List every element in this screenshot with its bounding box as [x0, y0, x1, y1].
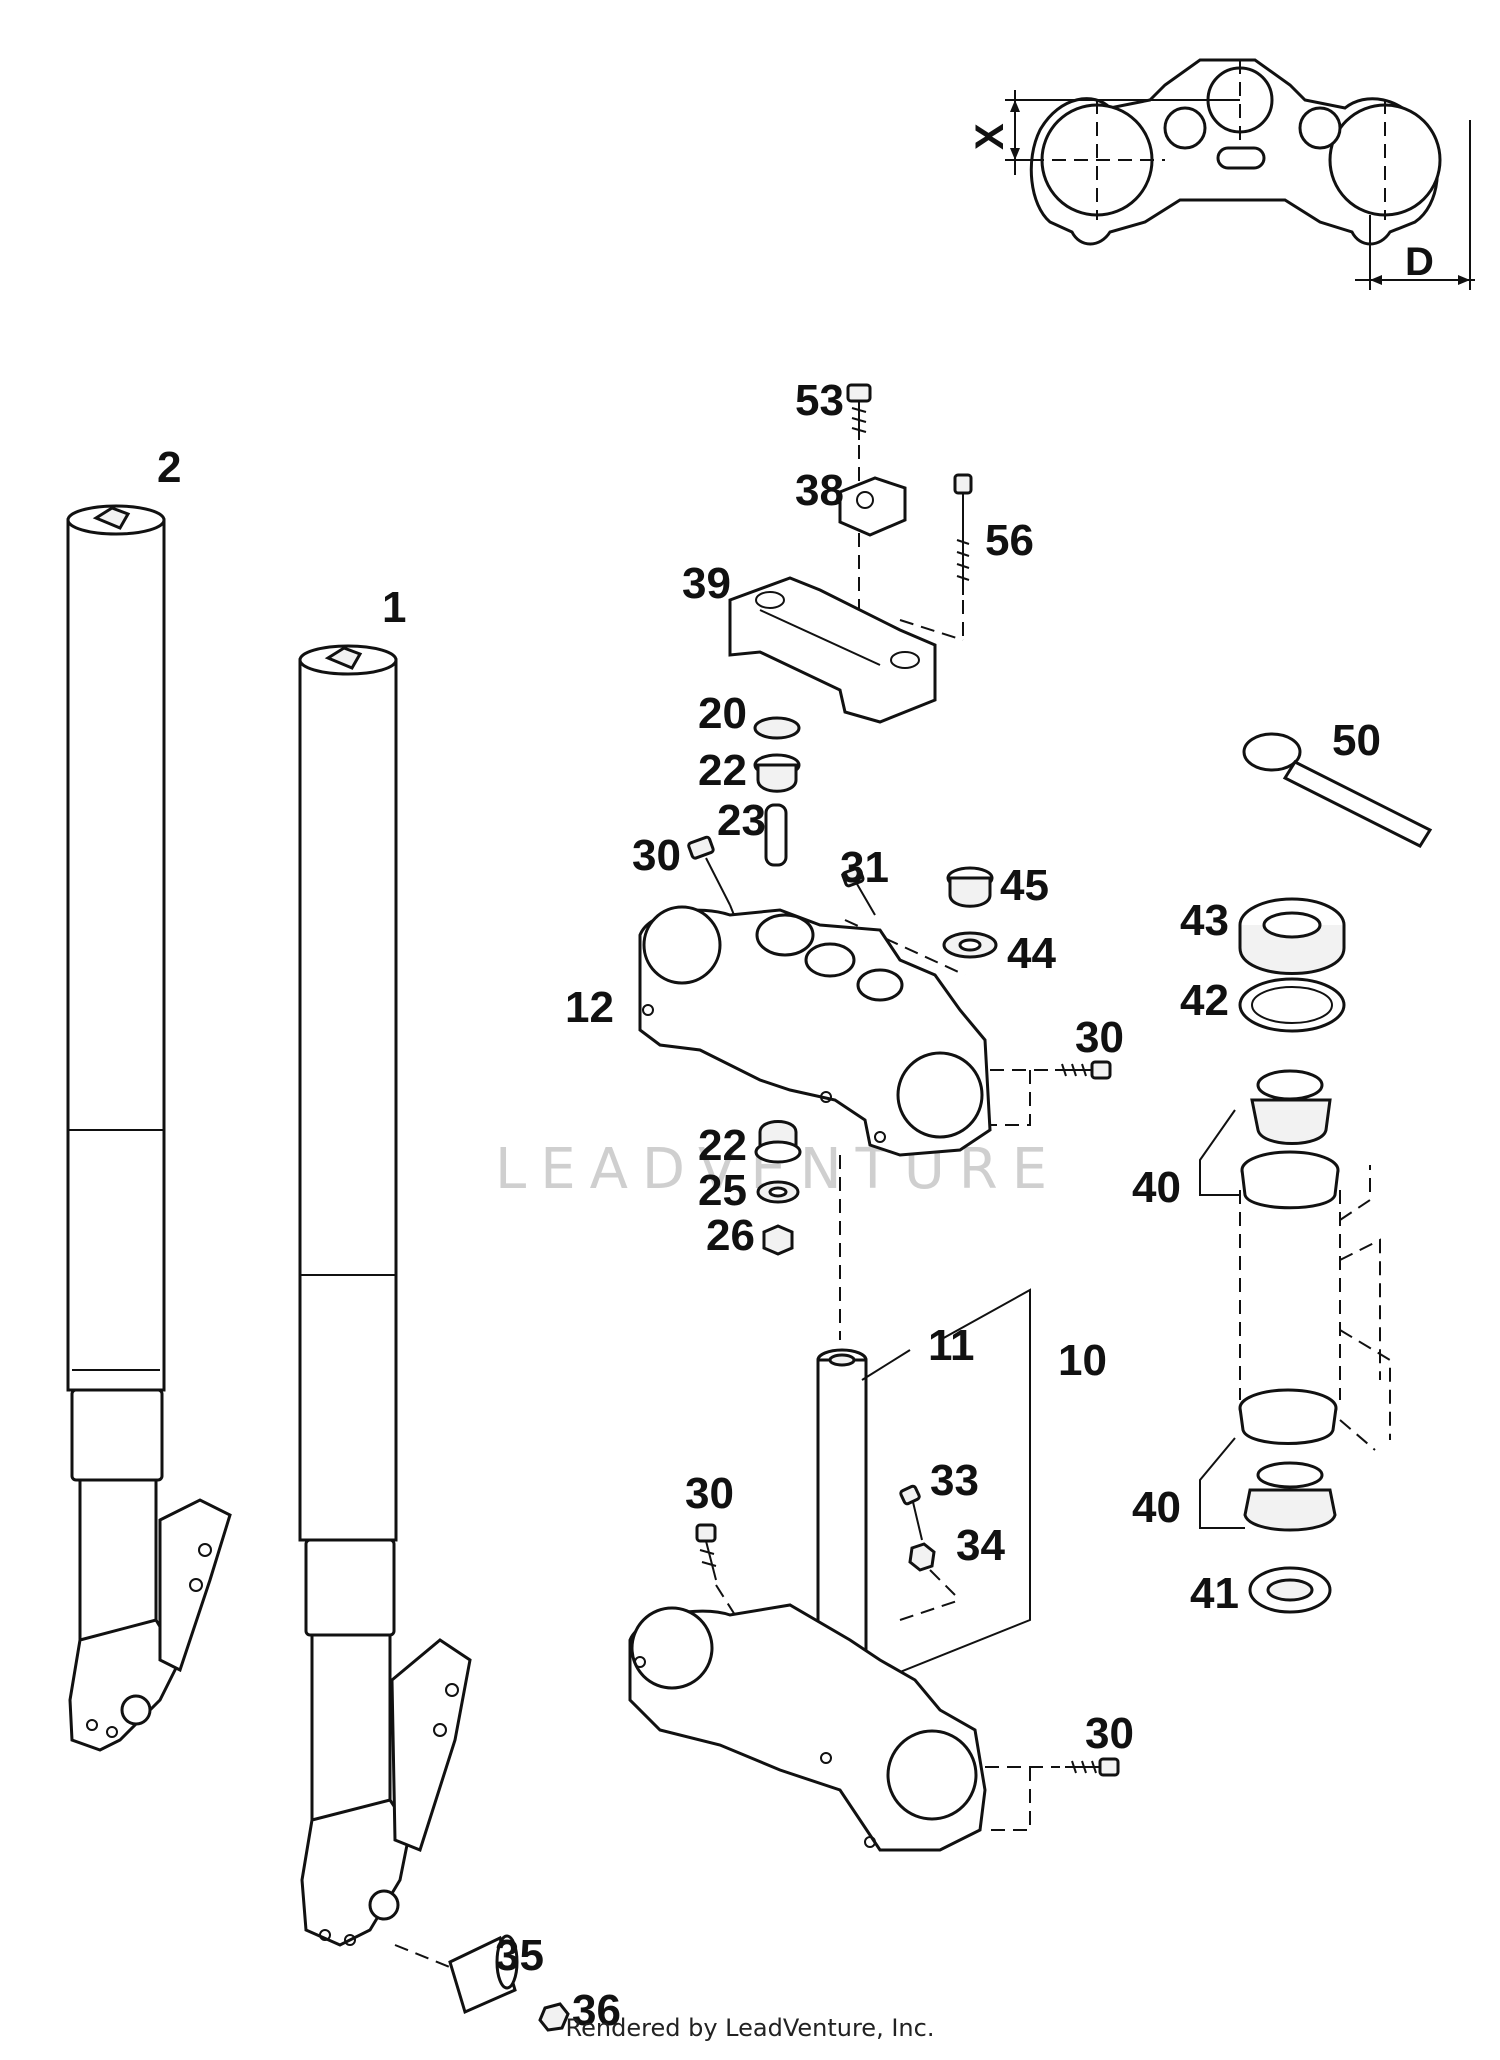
clamp-base-39	[728, 576, 937, 724]
wrench-50	[1242, 732, 1433, 848]
seal-43	[1238, 897, 1346, 975]
cap-22-lower	[754, 1120, 802, 1164]
seal-41	[1248, 1566, 1332, 1614]
callout-40b: 40	[1132, 1483, 1181, 1532]
ring-42	[1238, 977, 1346, 1033]
callout-25: 25	[698, 1166, 747, 1215]
callout-30d: 30	[1085, 1709, 1134, 1758]
bolt-53	[846, 383, 872, 440]
callout-11: 11	[928, 1321, 975, 1370]
washer-20	[753, 716, 801, 740]
dimension-x-label: X	[968, 123, 1012, 150]
nut-36	[538, 2002, 570, 2032]
callout-26: 26	[706, 1211, 755, 1260]
callout-20: 20	[698, 689, 747, 738]
callout-22a: 22	[698, 746, 747, 795]
triple-clamp-dimension-detail: X D	[968, 58, 1475, 290]
nut-34	[908, 1542, 936, 1572]
washer-44	[942, 931, 998, 959]
callout-2: 2	[157, 443, 181, 492]
callout-44: 44	[1007, 929, 1056, 978]
bearing-40-upper	[1240, 1069, 1340, 1210]
washer-25	[756, 1180, 800, 1204]
axle-spacer-35	[394, 1934, 519, 2015]
callout-40a: 40	[1132, 1163, 1181, 1212]
steering-stem-11	[816, 1348, 868, 1662]
callout-35: 35	[495, 1931, 544, 1980]
callout-10: 10	[1058, 1336, 1107, 1385]
upper-triple-clamp-12	[638, 905, 992, 1157]
callout-12: 12	[565, 983, 614, 1032]
fork-leg-1	[298, 644, 472, 1947]
callout-56: 56	[985, 516, 1034, 565]
dimension-d-label: D	[1405, 240, 1434, 284]
bolt-30-lower-right	[1065, 1757, 1120, 1777]
callout-30c: 30	[685, 1469, 734, 1518]
bolt-30-upper-right	[1055, 1060, 1112, 1080]
callout-45: 45	[1000, 861, 1049, 910]
callout-38: 38	[795, 466, 844, 515]
plug-45	[946, 866, 994, 908]
bearing-40-lower	[1238, 1388, 1338, 1532]
bolt-31	[841, 866, 876, 916]
callout-33: 33	[930, 1456, 979, 1505]
callout-36: 36	[572, 1986, 621, 2035]
steering-head-tube	[1239, 1165, 1391, 1451]
callout-41: 41	[1190, 1569, 1239, 1618]
callout-22b: 22	[698, 1121, 747, 1170]
pin-23	[764, 803, 788, 867]
bolt-56	[953, 473, 973, 595]
nut-26	[762, 1224, 794, 1256]
fork-leg-2	[66, 504, 232, 1752]
cap-22-upper	[753, 753, 801, 793]
callout-30a: 30	[632, 831, 681, 880]
footer-credit: Rendered by LeadVenture, Inc.	[565, 2014, 935, 2042]
callout-34: 34	[956, 1521, 1005, 1570]
callout-30b: 30	[1075, 1013, 1124, 1062]
callout-31: 31	[840, 843, 889, 892]
callout-43: 43	[1180, 896, 1229, 945]
lower-triple-clamp-10	[628, 1603, 987, 1852]
bolt-33	[899, 1484, 923, 1541]
callout-39: 39	[682, 559, 731, 608]
callout-42: 42	[1180, 976, 1229, 1025]
callout-50: 50	[1332, 716, 1381, 765]
clamp-top-38	[838, 476, 907, 537]
bolt-30-lower-left	[695, 1523, 717, 1581]
callout-1: 1	[382, 583, 406, 632]
bolt-30-upper-left	[687, 835, 731, 906]
callout-23: 23	[717, 796, 766, 845]
callout-53: 53	[795, 376, 844, 425]
